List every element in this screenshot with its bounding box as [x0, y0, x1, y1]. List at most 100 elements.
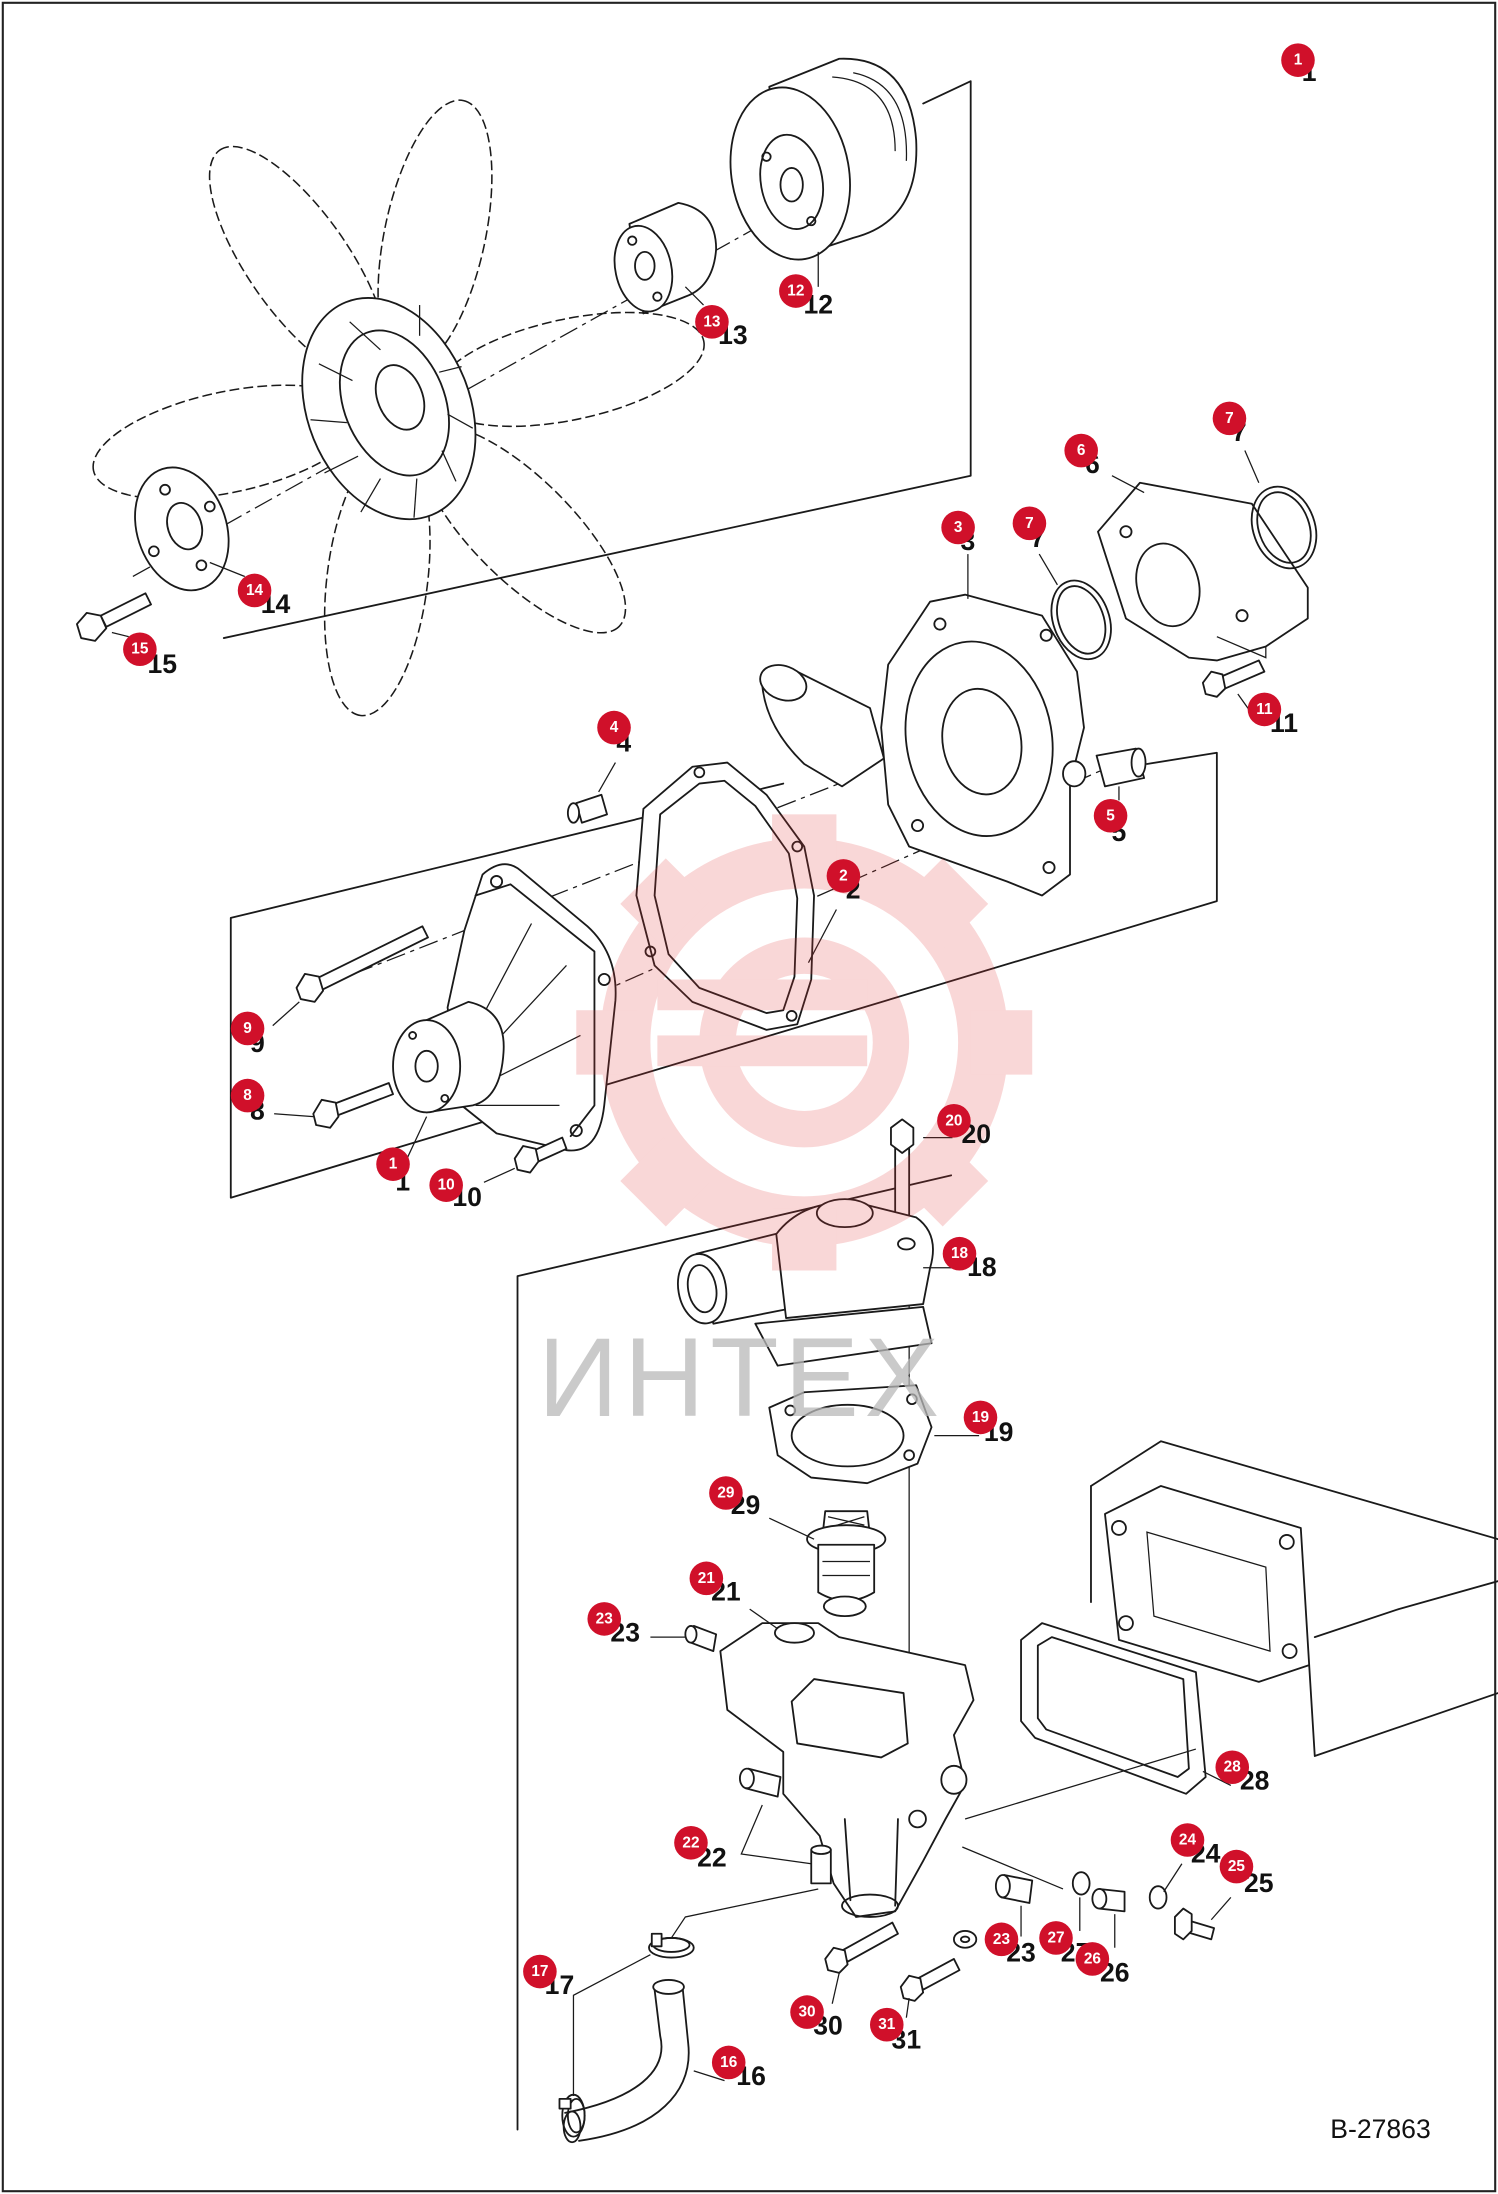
callout-badge[interactable]: 30	[790, 1995, 824, 2029]
callout-number[interactable]: 22	[682, 1834, 699, 1851]
callout-circle[interactable]	[1215, 1750, 1250, 1785]
callout-circle[interactable]	[942, 1236, 977, 1271]
callout-circle[interactable]	[587, 1602, 622, 1636]
callout-badge[interactable]: 6	[1064, 433, 1098, 468]
callout-badge[interactable]: 7	[1012, 506, 1047, 541]
callout-circle[interactable]	[376, 1147, 410, 1181]
callout-circle[interactable]	[1039, 1921, 1073, 1955]
callout-badge[interactable]: 1	[1281, 43, 1315, 77]
callout-number[interactable]: 7	[1225, 410, 1234, 427]
callout-circle[interactable]	[984, 1922, 1019, 1957]
callout-circle[interactable]	[1012, 506, 1047, 541]
callout-number[interactable]: 26	[1084, 1950, 1101, 1967]
callout-circle[interactable]	[1093, 798, 1128, 833]
callout-circle[interactable]	[597, 710, 631, 745]
callout-number[interactable]: 4	[610, 719, 619, 736]
callout-circle[interactable]	[869, 2007, 904, 2042]
callout-badge[interactable]: 28	[1215, 1750, 1250, 1785]
callout-circle[interactable]	[230, 1078, 265, 1113]
callout-number[interactable]: 30	[798, 2004, 815, 2021]
callout-circle[interactable]	[963, 1400, 998, 1435]
callout-circle[interactable]	[523, 1954, 557, 1989]
callout-circle[interactable]	[1075, 1942, 1110, 1976]
callout-badge[interactable]: 12	[779, 274, 813, 308]
callout-circle[interactable]	[123, 632, 157, 667]
callout-circle[interactable]	[1170, 1823, 1205, 1857]
callout-number[interactable]: 19	[972, 1409, 989, 1426]
callout-badge[interactable]: 29	[709, 1476, 743, 1510]
callout-circle[interactable]	[1212, 401, 1247, 436]
callout-badge[interactable]: 2	[826, 859, 861, 893]
callout-number[interactable]: 2	[839, 867, 848, 884]
callout-badge[interactable]: 25	[1219, 1849, 1254, 1884]
callout-number[interactable]: 7	[1025, 515, 1034, 532]
callout-badge[interactable]: 15	[123, 632, 157, 667]
callout-number[interactable]: 3	[954, 519, 963, 536]
callout-circle[interactable]	[711, 2045, 746, 2080]
callout-circle[interactable]	[237, 573, 272, 608]
callout-badge[interactable]: 1	[376, 1147, 410, 1181]
callout-circle[interactable]	[1247, 692, 1282, 727]
callout-number[interactable]: 23	[596, 1610, 613, 1627]
callout-badge[interactable]: 19	[963, 1400, 998, 1435]
callout-circle[interactable]	[695, 305, 729, 339]
callout-badge[interactable]: 27	[1039, 1921, 1073, 1955]
callout-circle[interactable]	[1064, 433, 1098, 468]
callout-badge[interactable]: 31	[869, 2007, 904, 2042]
callout-number[interactable]: 17	[531, 1963, 548, 1980]
callout-badge[interactable]: 11	[1247, 692, 1282, 727]
callout-number[interactable]: 13	[703, 313, 720, 330]
callout-circle[interactable]	[1281, 43, 1315, 77]
callout-circle[interactable]	[429, 1168, 463, 1202]
callout-number[interactable]: 11	[1256, 701, 1273, 718]
callout-number[interactable]: 8	[243, 1087, 252, 1104]
callout-circle[interactable]	[941, 510, 975, 545]
callout-badge[interactable]: 13	[695, 305, 729, 339]
callout-badge[interactable]: 22	[674, 1826, 708, 1860]
callout-number[interactable]: 27	[1047, 1929, 1064, 1946]
callout-number[interactable]: 28	[1224, 1759, 1242, 1776]
callout-badge[interactable]: 9	[230, 1011, 265, 1046]
callout-badge[interactable]: 14	[237, 573, 272, 608]
callout-badge[interactable]: 26	[1075, 1942, 1110, 1976]
callout-circle[interactable]	[1219, 1849, 1254, 1884]
callout-number[interactable]: 14	[246, 582, 264, 599]
callout-circle[interactable]	[937, 1103, 971, 1138]
callout-number[interactable]: 5	[1106, 807, 1115, 824]
callout-badge[interactable]: 24	[1170, 1823, 1205, 1857]
callout-number[interactable]: 20	[945, 1112, 962, 1129]
callout-number[interactable]: 12	[787, 283, 804, 300]
callout-circle[interactable]	[709, 1476, 743, 1510]
callout-badge[interactable]: 4	[597, 710, 631, 745]
callout-circle[interactable]	[674, 1826, 708, 1860]
callout-number[interactable]: 1	[1294, 52, 1303, 69]
callout-circle[interactable]	[790, 1995, 824, 2029]
callout-badge[interactable]: 18	[942, 1236, 977, 1271]
callout-number[interactable]: 24	[1179, 1831, 1197, 1848]
callout-number[interactable]: 15	[131, 641, 149, 658]
callout-number[interactable]: 18	[951, 1245, 969, 1262]
callout-badge[interactable]: 7	[1212, 401, 1247, 436]
callout-circle[interactable]	[689, 1561, 724, 1596]
callout-badge[interactable]: 16	[711, 2045, 746, 2080]
callout-badge[interactable]: 17	[523, 1954, 557, 1989]
callout-badge[interactable]: 10	[429, 1168, 463, 1202]
callout-number[interactable]: 29	[717, 1484, 734, 1501]
callout-number[interactable]: 10	[438, 1177, 455, 1194]
callout-number[interactable]: 6	[1077, 442, 1086, 459]
callout-badge[interactable]: 21	[689, 1561, 724, 1596]
callout-badge[interactable]: 20	[937, 1103, 971, 1138]
callout-number[interactable]: 1	[389, 1156, 398, 1173]
callout-badge[interactable]: 3	[941, 510, 975, 545]
callout-circle[interactable]	[230, 1011, 265, 1046]
callout-circle[interactable]	[826, 859, 861, 893]
callout-number[interactable]: 31	[878, 2016, 896, 2033]
callout-number[interactable]: 25	[1228, 1858, 1246, 1875]
callout-badge[interactable]: 23	[587, 1602, 622, 1636]
callout-badge[interactable]: 23	[984, 1922, 1019, 1957]
callout-badge[interactable]: 5	[1093, 798, 1128, 833]
callout-number[interactable]: 16	[720, 2054, 737, 2071]
callout-number[interactable]: 9	[243, 1020, 252, 1037]
callout-badge[interactable]: 8	[230, 1078, 265, 1113]
callout-circle[interactable]	[779, 274, 813, 308]
